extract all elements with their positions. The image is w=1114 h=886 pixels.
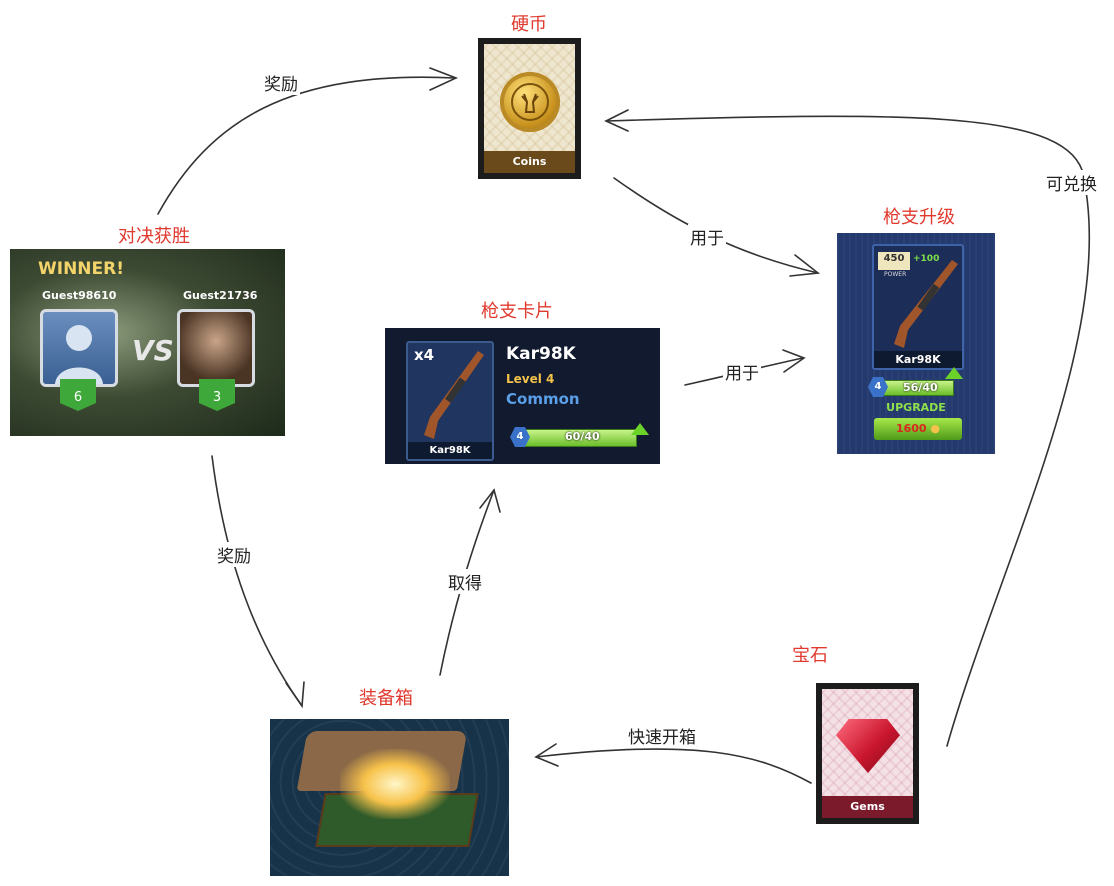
edge-label-gems-to-chest: 快速开箱 [626,723,698,748]
edge-label-gems-to-coins: 可兑换 [1044,170,1099,195]
gun-upgrade-level-badge: 4 [868,377,888,397]
player-a-trophies: 6 [60,379,96,411]
equipment-chest-image [270,719,509,876]
coin-icon: ● [930,422,941,435]
gems-card-face: Gems [822,689,913,818]
arrowhead-win-to-chest [285,681,305,709]
edge-win-to-coins [157,76,456,215]
vs-text: VS [132,334,174,367]
coins-card-title: Coins [484,151,575,173]
gun-card-rarity: Common [506,390,580,408]
gun-card-progress-text: 60/40 [565,430,600,443]
gem-icon [836,719,900,773]
arrowhead-chest-to-card [479,488,501,513]
rifle-icon [894,260,958,348]
arrowhead-card-to-upgrade [782,349,806,373]
power-plus: +100 [913,254,940,264]
power-label: POWER [884,271,907,278]
gun-card: x4 Kar98K Kar98K Level 4 Common 4 60/40 [385,328,660,464]
power-value: 450 [878,252,910,270]
gun-card-thumb-name: Kar98K [408,442,492,459]
edge-label-win-to-chest: 奖励 [215,542,253,567]
arrowhead-gems-to-chest [534,743,559,767]
chest-glow [340,749,450,819]
gun-card-count: x4 [414,346,435,364]
gun-upgrade-thumb: 450 POWER +100 Kar98K [872,244,964,370]
node-label-duel-win: 对决获胜 [118,226,190,247]
upgrade-button[interactable]: 1600 ● [874,418,962,440]
gun-upgrade-card: 450 POWER +100 Kar98K 4 56/40 UPGRADE 16… [837,233,995,454]
gun-card-level-badge: 4 [510,427,530,447]
rifle-icon [424,351,484,439]
upgrade-text: UPGRADE [886,401,946,414]
edge-gems-to-chest [535,748,812,784]
upgrade-cost: 1600 [895,422,927,435]
arrowhead-win-to-coins [429,67,459,91]
gun-upgrade-thumb-name: Kar98K [874,351,962,368]
gems-card: Gems [816,683,919,824]
gun-upgrade-progress-text: 56/40 [903,381,938,394]
node-label-gems: 宝石 [792,645,828,666]
winner-title: WINNER! [38,259,124,279]
coins-card-face: Coins [484,44,575,173]
edge-label-coins-to-upgrade: 用于 [688,224,726,249]
gems-card-title: Gems [822,796,913,818]
edge-win-to-chest [211,455,303,707]
gun-upgrade-up-arrow-icon [945,367,963,379]
node-label-gun-upgrade: 枪支升级 [883,207,955,228]
coin-icon [500,72,560,132]
default-avatar-icon [55,325,103,384]
gun-card-thumb: x4 Kar98K [406,341,494,461]
deer-icon [511,83,549,121]
edge-label-chest-to-card: 取得 [446,569,484,594]
arrowhead-coins-to-upgrade [789,254,821,277]
player-a-name: Guest98610 [42,289,117,302]
player-b-trophies: 3 [199,379,235,411]
player-a-avatar [40,309,118,387]
node-label-coins: 硬币 [511,14,547,35]
gun-card-name: Kar98K [506,344,576,364]
player-b-avatar [177,309,255,387]
edge-label-win-to-coins: 奖励 [262,70,300,95]
node-label-chest: 装备箱 [359,688,413,709]
node-label-gun-card: 枪支卡片 [481,301,553,322]
player-b-name: Guest21736 [183,289,258,302]
coins-card: Coins [478,38,581,179]
duel-win-card: WINNER! Guest98610 Guest21736 VS 6 3 [10,249,285,436]
gun-card-level: Level 4 [506,372,555,386]
edge-label-card-to-upgrade: 用于 [723,359,761,384]
arrowhead-gems-to-coins [604,109,629,132]
gun-card-up-arrow-icon [631,423,649,435]
